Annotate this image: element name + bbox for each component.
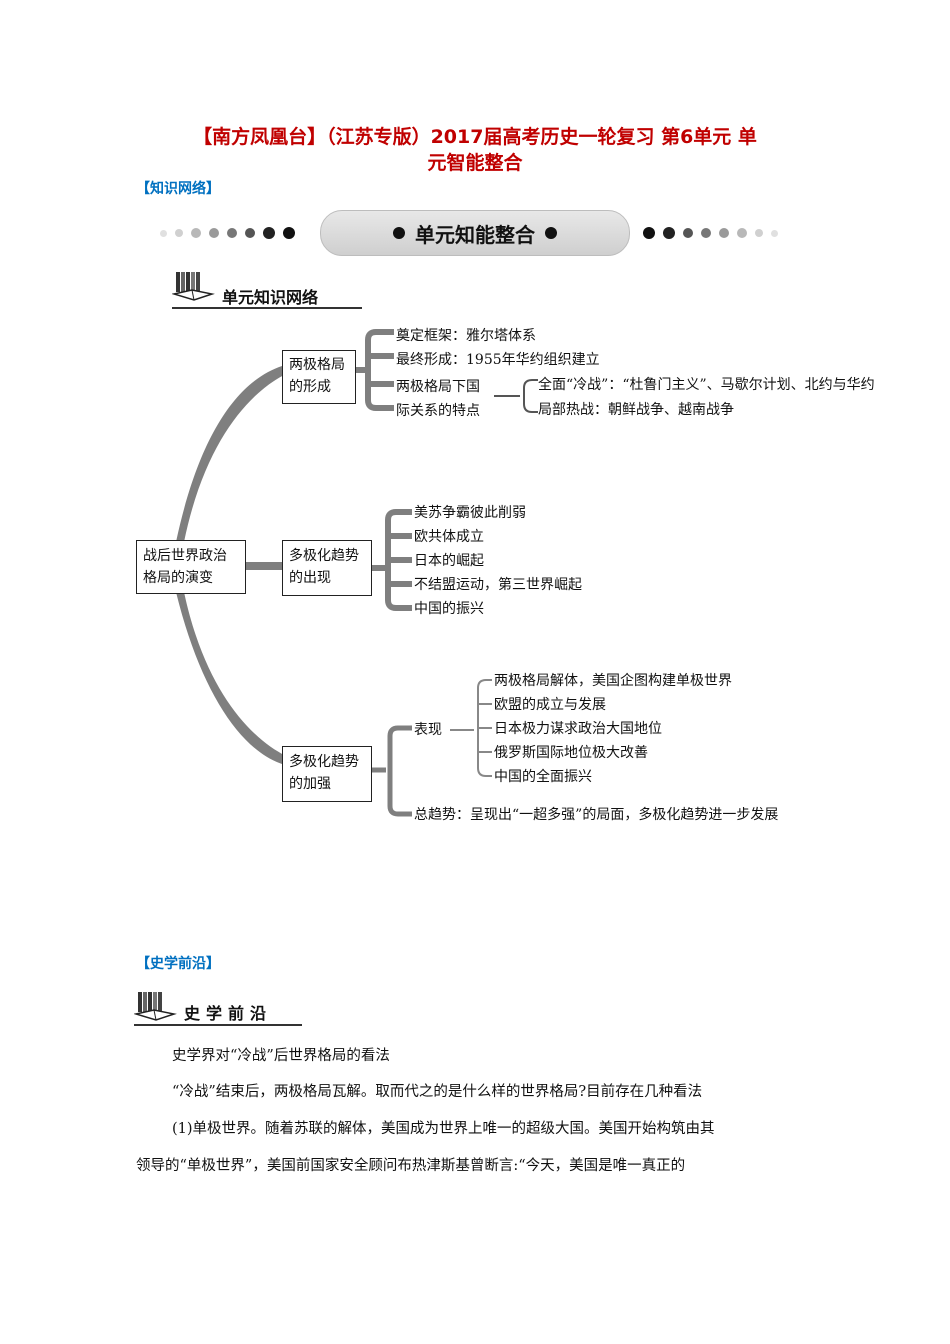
dot-icon (755, 229, 763, 237)
branch1-line1: 两极格局 (289, 357, 345, 373)
dot-icon (737, 228, 747, 238)
section-label-frontier: 【史学前沿】 (136, 956, 220, 972)
dot-icon (545, 227, 557, 239)
arm-to-branch2 (246, 562, 282, 570)
branch2-brace (370, 509, 412, 611)
branch1-brace (354, 329, 394, 411)
branch1-sub-label-line2: 际关系的特点 (396, 403, 480, 419)
dot-icon (393, 227, 405, 239)
branch3-sub-label: 表现 (414, 722, 442, 738)
branch3-node: 多极化趋势 的加强 (282, 746, 372, 802)
dot-icon (160, 229, 167, 237)
dot-icon (227, 228, 237, 238)
paragraph: (1)单极世界。随着苏联的解体，美国成为世界上唯一的超级大国。美国开始构筑由其 (172, 1121, 715, 1137)
branch3-sub-item: 中国的全面振兴 (494, 769, 592, 785)
root-line2: 格局的演变 (143, 570, 213, 586)
dot-icon (663, 227, 675, 239)
paragraph: “冷战”结束后，两极格局瓦解。取而代之的是什么样的世界格局?目前存在几种看法 (172, 1084, 703, 1100)
dot-icon (701, 228, 711, 238)
dot-icon (643, 227, 655, 239)
branch1-sub-item: 全面“冷战”：“杜鲁门主义”、马歇尔计划、北约与华约 (538, 377, 875, 393)
dot-icon (683, 228, 693, 238)
branch1-item: 最终形成：1955年华约组织建立 (396, 352, 600, 368)
section-label-knowledge: 【知识网络】 (136, 181, 220, 197)
dot-icon (191, 228, 201, 238)
branch1-sub-brace (494, 379, 538, 413)
book-stack-icon (134, 992, 177, 1021)
branch2-item: 日本的崛起 (414, 553, 484, 569)
dot-icon (771, 229, 778, 237)
branch3-sub-item: 日本极力谋求政治大国地位 (494, 721, 662, 737)
dot-icon (719, 228, 729, 238)
unit-banner: 单元知能整合 (320, 210, 630, 256)
network-header: 单元知识网络 (222, 288, 319, 307)
branch3-sub-item: 两极格局解体，美国企图构建单极世界 (494, 673, 732, 689)
paragraph: 领导的“单极世界”，美国前国家安全顾问布热津斯基曾断言:“今天，美国是唯一真正的 (136, 1158, 686, 1174)
branch2-item: 美苏争霸彼此削弱 (414, 505, 526, 521)
branch2-line2: 的出现 (289, 570, 331, 586)
frontier-header: 史学前沿 (184, 1004, 273, 1023)
branch2-node: 多极化趋势 的出现 (282, 540, 372, 596)
branch1-item: 奠定框架：雅尔塔体系 (396, 328, 536, 344)
root-node: 战后世界政治 格局的演变 (136, 540, 246, 594)
branch1-sub-item: 局部热战：朝鲜战争、越南战争 (538, 402, 734, 418)
branch1-sub-label-line1: 两极格局下国 (396, 379, 480, 395)
doc-title-line2: 元智能整合 (427, 152, 523, 174)
arm-to-branch1 (176, 366, 286, 542)
branch3-trend: 总趋势：呈现出“一超多强”的局面，多极化趋势进一步发展 (414, 807, 779, 823)
branch3-line2: 的加强 (289, 776, 331, 792)
branch2-line1: 多极化趋势 (289, 548, 359, 564)
banner-title: 单元知能整合 (415, 222, 535, 247)
network-header-underline (172, 307, 362, 309)
root-line1: 战后世界政治 (143, 548, 227, 564)
dot-icon (209, 228, 219, 238)
branch3-sub-item: 俄罗斯国际地位极大改善 (494, 745, 648, 761)
branch3-sub-brace (450, 679, 492, 777)
branch1-line2: 的形成 (289, 379, 331, 395)
branch2-item: 欧共体成立 (414, 529, 484, 545)
paragraph: 史学界对“冷战”后世界格局的看法 (172, 1048, 390, 1064)
arm-to-branch3 (176, 592, 286, 764)
tree-connectors (176, 329, 538, 817)
frontier-header-underline (134, 1024, 302, 1026)
dot-icon (283, 227, 295, 239)
branch3-brace (370, 725, 412, 817)
right-dot-row (643, 227, 778, 239)
left-dot-row (160, 227, 295, 239)
branch3-sub-item: 欧盟的成立与发展 (494, 697, 606, 713)
branch3-line1: 多极化趋势 (289, 754, 359, 770)
book-stack-icon (172, 272, 215, 301)
dot-icon (175, 229, 183, 237)
dot-icon (245, 228, 255, 238)
branch2-item: 中国的振兴 (414, 601, 484, 617)
dot-icon (263, 227, 275, 239)
doc-title-line1: 【南方凤凰台】（江苏专版）2017届高考历史一轮复习 第6单元 单 (193, 126, 757, 148)
branch1-node: 两极格局 的形成 (282, 350, 356, 404)
branch2-item: 不结盟运动，第三世界崛起 (414, 577, 582, 593)
